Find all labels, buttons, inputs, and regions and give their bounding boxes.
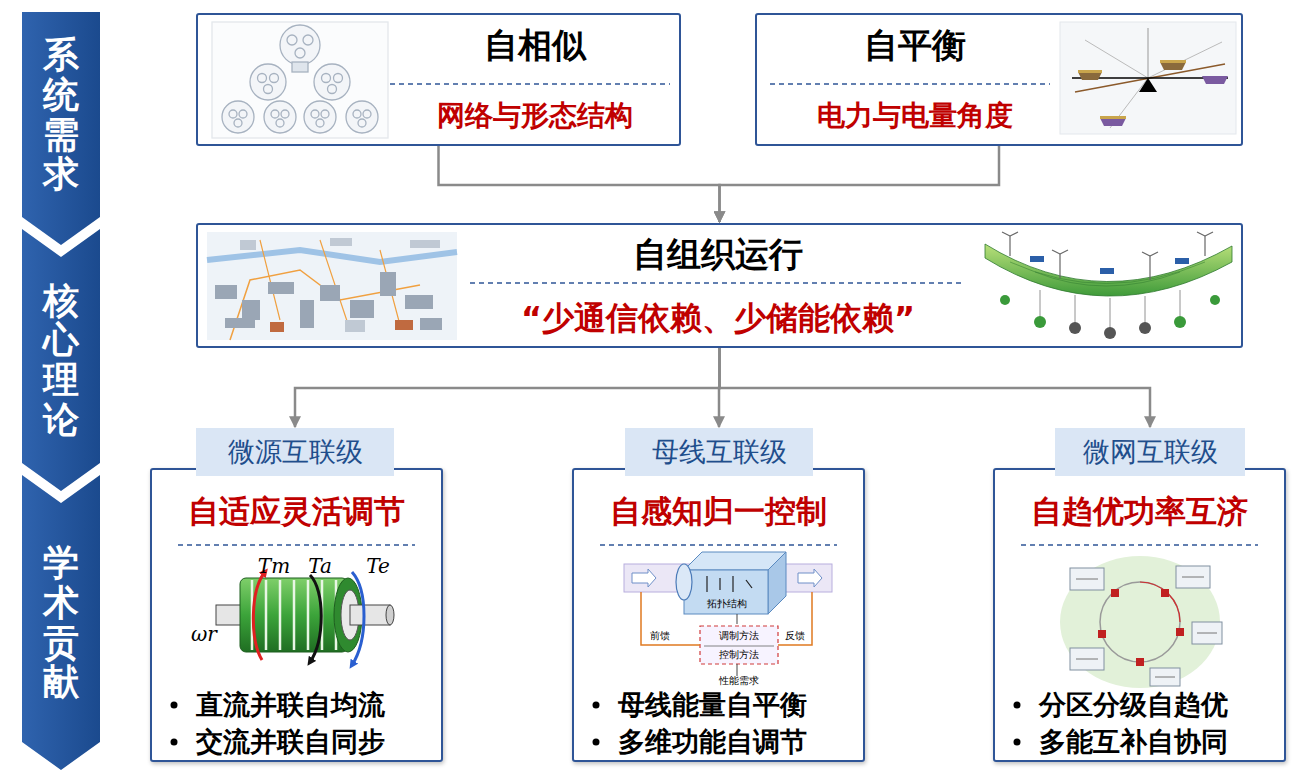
contribution-card: 自趋优功率互济分区分级自趋优多能互补自协同 [993, 468, 1286, 762]
box-title: 自适应灵活调节 [188, 494, 405, 530]
section-chevron: 核心理论 [22, 229, 100, 491]
motor-figure [216, 572, 394, 665]
box-title: 自趋优功率互济 [1031, 494, 1248, 530]
figure-label: 调制方法 [719, 629, 759, 643]
connector-arrow [295, 348, 720, 427]
requirement-box: 自平衡电力与电量角度 [755, 13, 1243, 146]
torque-symbol: Ta [308, 554, 332, 578]
bullet-text: 多维功能自调节 [618, 726, 807, 757]
section-label: 核心理论 [43, 281, 79, 439]
figure-label: 性能需求 [719, 674, 759, 688]
theory-box: 自组织运行 “少通信依赖、少储能依赖” [196, 223, 1243, 348]
converter-control-figure [624, 552, 832, 676]
fractal-network-figure [212, 22, 388, 138]
requirement-box: 自相似网络与形态结构 [196, 13, 681, 146]
level-tab: 母线互联级 [625, 428, 813, 476]
box-title: 自组织运行 [633, 235, 803, 274]
energy-surface-figure [980, 232, 1236, 340]
section-label: 系统需求 [43, 35, 79, 193]
connector-arrow [439, 146, 720, 222]
torque-symbol: Tm [258, 554, 290, 578]
torque-symbol: Te [366, 554, 390, 578]
figure-label: 反馈 [785, 629, 805, 643]
contribution-card: 自适应灵活调节直流并联自均流交流并联自同步 [150, 468, 443, 762]
connector-arrow [720, 146, 1000, 222]
box-subtitle: 电力与电量角度 [817, 100, 1013, 132]
dashed-separators [178, 84, 1258, 545]
section-label: 学术贡献 [43, 543, 79, 701]
box-subtitle: 网络与形态结构 [437, 100, 633, 132]
box-subtitle: “少通信依赖、少储能依赖” [521, 300, 915, 337]
figure-label: 前馈 [650, 629, 670, 643]
box-title: 自感知归一控制 [610, 494, 827, 530]
microgrid-cluster-figure [1060, 556, 1222, 688]
figure-label: 控制方法 [719, 648, 759, 662]
section-chevron: 系统需求 [22, 12, 100, 245]
box-title: 自平衡 [864, 26, 966, 65]
bullet-text: 分区分级自趋优 [1039, 689, 1228, 720]
box-title: 自相似 [484, 26, 586, 65]
contribution-card: 自感知归一控制母线能量自平衡多维功能自调节 [572, 468, 865, 762]
level-label: 微网互联级 [1083, 434, 1218, 470]
bullet-text: 交流并联自同步 [196, 726, 385, 757]
torque-symbol: ωr [191, 622, 217, 646]
level-label: 母线互联级 [652, 434, 787, 470]
level-tab: 微网互联级 [1055, 428, 1245, 476]
bullet-text: 母线能量自平衡 [618, 689, 807, 720]
bullet-text: 直流并联自均流 [196, 689, 385, 720]
level-tab: 微源互联级 [196, 428, 394, 476]
city-map-figure [207, 232, 457, 340]
section-chevron: 学术贡献 [22, 475, 100, 770]
level-label: 微源互联级 [228, 434, 363, 470]
figure-label: 拓扑结构 [707, 597, 747, 611]
bullet-text: 多能互补自协同 [1039, 726, 1228, 757]
connector-arrow [720, 348, 1151, 427]
balance-scale-figure [1060, 22, 1236, 134]
